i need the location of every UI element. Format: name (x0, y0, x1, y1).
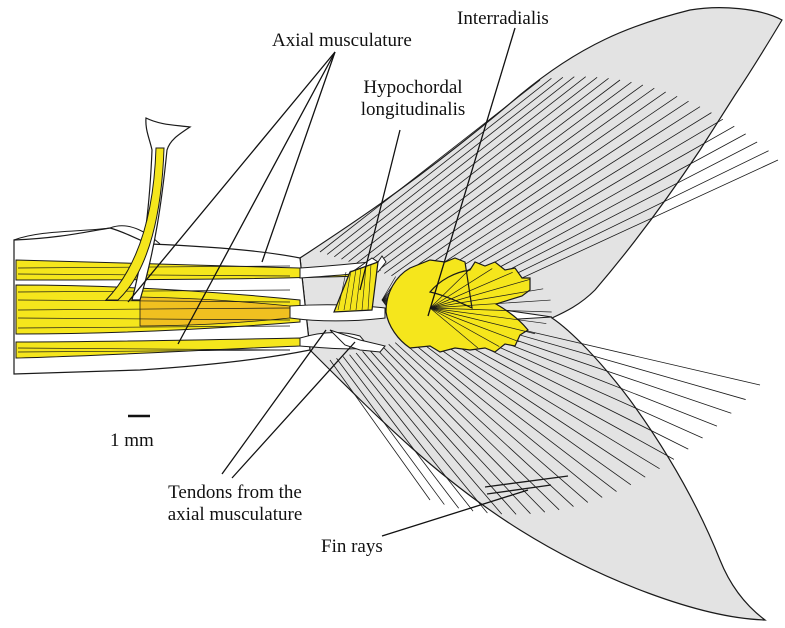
label-fin-rays: Fin rays (321, 536, 383, 558)
label-hypochordal-longitudinalis: Hypochordal longitudinalis (348, 77, 478, 121)
label-hypochordal-line2: longitudinalis (348, 99, 478, 121)
label-axial-musculature: Axial musculature (272, 30, 412, 52)
leader-tendons-2 (232, 342, 355, 478)
label-interradialis: Interradialis (457, 8, 549, 30)
label-tendons-line1: Tendons from the (135, 482, 335, 504)
label-scale-bar: 1 mm (110, 430, 154, 452)
label-hypochordal-line1: Hypochordal (348, 77, 478, 99)
label-tendons: Tendons from the axial musculature (135, 482, 335, 526)
label-tendons-line2: axial musculature (135, 504, 335, 526)
leader-axial-3 (262, 52, 335, 262)
